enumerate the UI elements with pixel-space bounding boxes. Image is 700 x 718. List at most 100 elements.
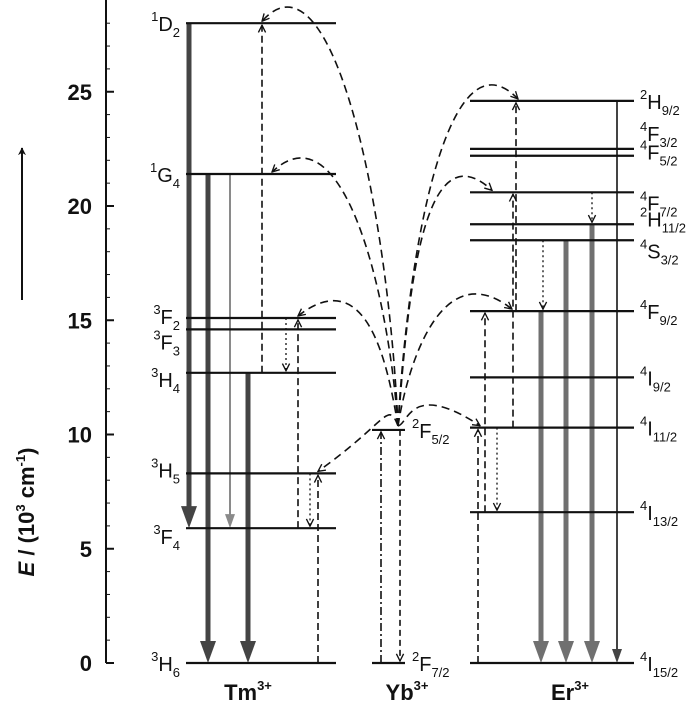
y-axis-title-close: )	[14, 448, 39, 455]
level-label: 4I9/2	[640, 363, 671, 394]
level-label: 3H5	[151, 455, 180, 486]
level-term: D	[158, 14, 172, 36]
y-tick-label: 25	[68, 80, 92, 105]
level-multiplicity: 3	[151, 455, 158, 470]
energy-transfer-arrow	[262, 6, 399, 426]
level-multiplicity: 3	[153, 327, 160, 342]
level-j: 4	[173, 381, 180, 396]
level-term: I	[647, 368, 653, 390]
level-term: F	[647, 124, 659, 146]
level-term: F	[647, 143, 659, 165]
level-term: H	[647, 92, 661, 114]
energy-transfer-arrow	[397, 404, 480, 427]
level-multiplicity: 4	[640, 363, 647, 378]
energy-levels: 3H63F43H53H43F33F21G41D22F7/22F5/24I15/2…	[150, 9, 686, 680]
level-j: 7/2	[431, 665, 449, 680]
y-axis-title-variable: E	[14, 560, 39, 576]
level-label: 3H6	[151, 649, 180, 680]
y-axis-ticks: 0 5 10 15 20 25	[68, 22, 114, 676]
level-j: 11/2	[653, 430, 677, 445]
level-j: 15/2	[653, 665, 678, 680]
ion-label-tm: Tm3+	[224, 678, 272, 705]
ion-label-yb: Yb3+	[386, 678, 429, 705]
level-multiplicity: 3	[151, 365, 158, 380]
level-label: 4I15/2	[640, 649, 678, 680]
energy-transfer-arrows	[262, 6, 518, 472]
level-multiplicity: 4	[640, 297, 647, 312]
energy-transfer-arrow	[318, 414, 399, 472]
energy-transfer-arrow	[298, 300, 399, 427]
y-tick-label: 0	[80, 651, 92, 676]
level-multiplicity: 3	[151, 649, 158, 664]
ion-label-yb-charge: 3+	[414, 678, 429, 693]
y-tick-label: 5	[80, 537, 92, 562]
level-term: F	[419, 421, 431, 443]
level-multiplicity: 4	[640, 236, 647, 251]
level-j: 9/2	[659, 313, 677, 328]
y-axis: 0 5 10 15 20 25	[68, 0, 114, 676]
level-j: 9/2	[653, 379, 671, 394]
level-label: 4F3/2	[640, 119, 678, 150]
emission-arrowhead	[181, 506, 197, 529]
level-j: 5/2	[659, 154, 677, 169]
level-j: 2	[173, 25, 180, 40]
y-axis-title: E / (103 cm-1)	[13, 448, 39, 577]
level-j: 4	[173, 176, 180, 191]
emission-arrowhead	[225, 514, 235, 529]
level-label: 2H11/2	[640, 204, 686, 235]
level-j: 3/2	[661, 252, 679, 267]
level-label: 4I11/2	[640, 414, 677, 445]
level-label: 4I13/2	[640, 498, 678, 529]
level-multiplicity: 2	[640, 87, 647, 102]
ion-label-tm-charge: 3+	[257, 678, 272, 693]
y-tick-label: 20	[68, 194, 92, 219]
level-label: 3H4	[151, 365, 180, 396]
level-multiplicity: 4	[640, 138, 647, 153]
emission-arrowhead	[200, 641, 216, 663]
level-multiplicity: 1	[151, 9, 158, 24]
level-term: F	[647, 302, 659, 324]
level-multiplicity: 2	[640, 204, 647, 219]
level-multiplicity: 2	[412, 416, 419, 431]
level-term: I	[647, 419, 653, 441]
level-label: 1G4	[150, 160, 180, 191]
level-multiplicity: 3	[153, 522, 160, 537]
emission-arrowhead	[612, 649, 622, 663]
level-j: 7/2	[659, 204, 677, 219]
level-term: F	[161, 527, 173, 549]
level-j: 5/2	[431, 432, 449, 447]
ion-labels: Tm3+ Yb3+ Er3+	[224, 678, 589, 705]
level-label: 4F7/2	[640, 188, 678, 219]
level-term: H	[158, 370, 172, 392]
energy-transfer-arrow	[272, 157, 399, 426]
ion-label-er: Er3+	[551, 678, 589, 705]
level-j: 9/2	[662, 103, 680, 118]
level-j: 6	[173, 665, 180, 680]
ion-label-er-charge: 3+	[574, 678, 589, 693]
emission-arrowhead	[558, 641, 574, 663]
level-multiplicity: 4	[640, 414, 647, 429]
level-term: I	[647, 654, 653, 676]
level-term: H	[158, 654, 172, 676]
emission-arrowhead	[240, 641, 256, 663]
level-multiplicity: 2	[412, 649, 419, 664]
level-j: 3	[173, 343, 180, 358]
level-j: 5	[173, 471, 180, 486]
level-multiplicity: 3	[153, 302, 160, 317]
level-term: H	[647, 209, 661, 231]
level-term: I	[647, 503, 653, 525]
ion-label-yb-base: Yb	[386, 680, 414, 705]
level-label: 1D2	[151, 9, 180, 40]
level-multiplicity: 4	[640, 119, 647, 134]
energy-transfer-arrow	[397, 84, 518, 426]
level-label: 3F3	[153, 327, 180, 358]
level-j: 3/2	[659, 135, 677, 150]
y-tick-label: 10	[68, 423, 92, 448]
level-term: H	[158, 460, 172, 482]
level-term: F	[161, 332, 173, 354]
energy-transfer-arrow	[397, 175, 492, 426]
energy-transfer-arrow	[397, 293, 512, 427]
y-axis-title-unit-exponent: -1	[13, 455, 28, 467]
y-tick-label: 15	[68, 308, 92, 333]
